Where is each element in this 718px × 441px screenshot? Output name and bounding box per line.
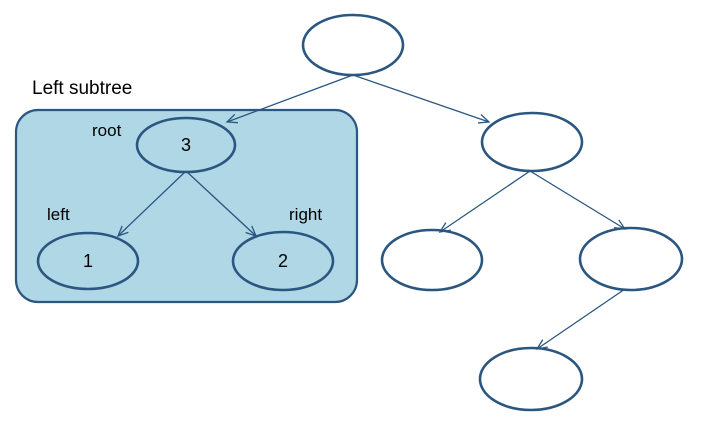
tree-node-node-2[interactable]: 2 <box>231 230 335 292</box>
tree-node-node-1[interactable]: 1 <box>36 231 140 291</box>
edge-subtree-root-to-node-1 <box>116 170 187 238</box>
node-value-subtree-root-3: 3 <box>181 135 191 155</box>
node-outline-node-2 <box>231 230 335 292</box>
node-value-node-2: 2 <box>278 251 288 271</box>
node-outline-subtree-root-3 <box>135 116 237 174</box>
edge-right-child-to-left-grandchild <box>438 170 531 233</box>
edge-subtree-root-to-node-1-line <box>117 170 187 237</box>
edge-right-grandchild-to-bottom-leaf-line <box>536 288 626 350</box>
edge-root-to-right-child <box>352 74 491 124</box>
edge-right-child-to-right-grandchild-line <box>529 170 626 230</box>
tree-node-bottom-leaf[interactable] <box>478 346 584 412</box>
tree-node-right-child[interactable] <box>480 111 584 173</box>
edge-root-to-subtree-root <box>225 74 354 124</box>
node-outline-right-left-grandchild <box>380 228 484 292</box>
tree-node-right-left-grandchild[interactable] <box>380 228 484 292</box>
left-subtree-caption: Left subtree <box>32 78 133 99</box>
right-pointer-label: right <box>289 205 323 224</box>
edge-root-to-right-child-arrowhead-icon <box>477 114 491 124</box>
edge-right-child-to-left-grandchild-line <box>439 170 531 233</box>
tree-node-right-right-grandchild[interactable] <box>578 226 684 292</box>
edge-root-to-subtree-root-line <box>226 74 354 123</box>
node-value-node-1: 1 <box>83 251 93 271</box>
node-outline-bottom-leaf <box>478 346 584 412</box>
edge-right-grandchild-to-bottom-leaf <box>535 288 626 350</box>
node-outline-node-1 <box>36 231 140 291</box>
nodes-layer: 3 1 2 <box>36 13 684 412</box>
left-subtree-group-box <box>14 108 359 304</box>
edges-layer <box>116 74 627 350</box>
tree-node-tree-root[interactable] <box>301 13 405 77</box>
edge-right-child-to-right-grandchild <box>529 170 627 230</box>
node-outline-right-right-grandchild <box>578 226 684 292</box>
node-outline-right-child <box>480 111 584 173</box>
edge-root-to-right-child-line <box>352 74 490 123</box>
left-pointer-label: left <box>47 205 70 224</box>
edge-subtree-root-to-node-2-line <box>185 170 257 237</box>
tree-node-subtree-root-3[interactable]: 3 <box>135 116 237 174</box>
edge-subtree-root-to-node-1-arrowhead-icon <box>116 225 129 238</box>
root-pointer-label: root <box>92 121 122 140</box>
edge-root-to-subtree-root-arrowhead-icon <box>225 113 239 124</box>
node-outline-tree-root <box>301 13 405 77</box>
